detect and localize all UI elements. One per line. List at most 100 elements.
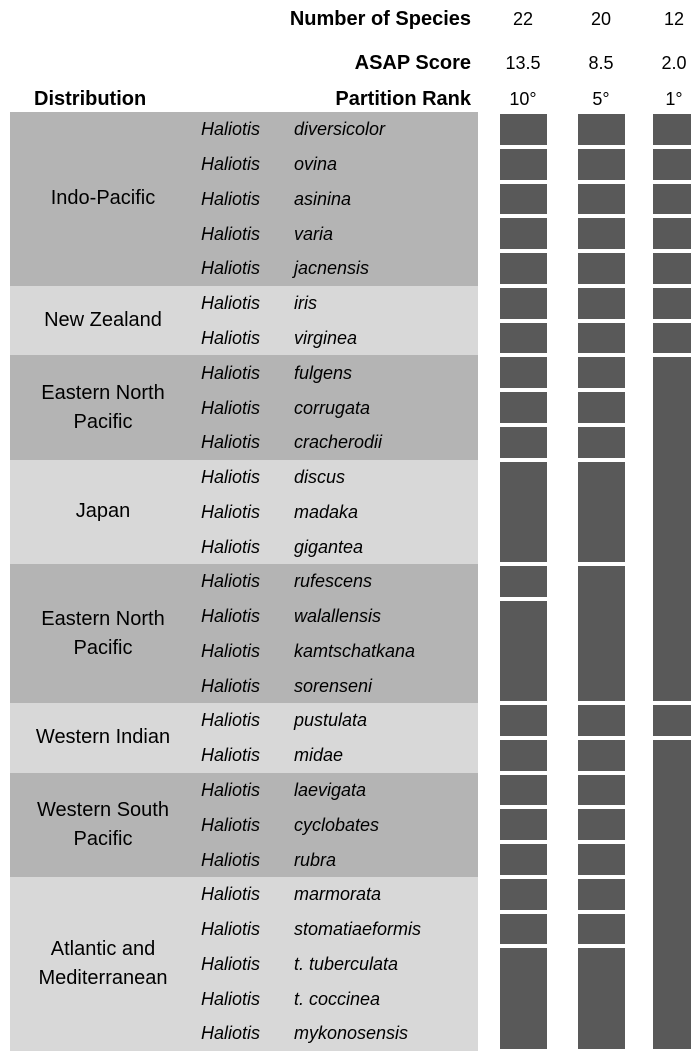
species-epithet: cracherodii — [294, 432, 383, 453]
species-genus: Haliotis — [201, 675, 261, 696]
species-genus: Haliotis — [201, 780, 261, 800]
species-epithet: midae — [294, 745, 344, 766]
species-partition-block — [499, 948, 547, 1049]
species-epithet: iris — [294, 293, 317, 314]
region-name: New Zealand — [44, 309, 162, 332]
species-partition-block — [653, 322, 691, 354]
region-name: Japan — [75, 500, 131, 523]
species-genus: Haliotis — [201, 432, 261, 453]
species-genus: Haliotis — [201, 640, 261, 661]
species-epithet: fulgens — [294, 362, 353, 383]
asap-score-value: 13.5 — [505, 53, 541, 73]
species-genus: Haliotis — [201, 154, 261, 175]
species-partition-block — [653, 739, 691, 1049]
species-count-value: 20 — [590, 9, 612, 29]
species-genus: Haliotis — [201, 953, 261, 974]
species-partition-block — [499, 287, 547, 319]
distribution-label: Distribution — [34, 88, 147, 110]
species-epithet: rubra — [294, 849, 337, 870]
species-partition-block — [653, 287, 691, 319]
region-band — [10, 112, 478, 286]
species-genus: Haliotis — [201, 814, 261, 835]
species-partition-block — [653, 114, 691, 145]
region-name: Western Indian — [35, 726, 171, 749]
species-epithet: walallensis — [294, 606, 382, 627]
species-genus: Haliotis — [201, 362, 261, 383]
species-epithet: cyclobates — [294, 814, 380, 835]
region-label: Western South Pacific — [10, 773, 196, 877]
species-genus: Haliotis — [201, 501, 261, 522]
region-name: Atlantic and Mediterranean — [38, 937, 168, 989]
species-partition-block — [577, 392, 625, 423]
region-band — [10, 564, 478, 704]
region-name: Eastern North Pacific — [41, 607, 165, 659]
species-partition-block — [577, 878, 625, 910]
species-partition-block — [577, 148, 625, 180]
species-genus: Haliotis — [201, 571, 261, 592]
species-partition-block — [577, 705, 625, 736]
species-partition-block — [577, 253, 625, 284]
species-partition-block — [499, 739, 547, 771]
species-genus: Haliotis — [201, 849, 261, 870]
region-band — [10, 703, 478, 773]
region-band — [10, 285, 478, 356]
species-genus: Haliotis — [201, 223, 261, 244]
species-genus: Haliotis — [201, 1023, 261, 1044]
partition-rank-value: 10° — [509, 89, 537, 109]
species-partition-block — [577, 287, 625, 319]
species-partition-block — [499, 322, 547, 354]
asap-score-value: 2.0 — [661, 53, 687, 73]
species-partition-block — [499, 878, 547, 910]
species-partition-block — [577, 948, 625, 1049]
species-genus: Haliotis — [201, 467, 261, 488]
species-partition-block — [653, 218, 691, 250]
species-epithet: kamtschatkana — [294, 640, 416, 661]
species-partition-block — [653, 183, 691, 215]
species-partition-block — [499, 114, 547, 145]
region-label: Atlantic and Mediterranean — [10, 877, 196, 1051]
species-partition-block — [577, 809, 625, 841]
species-partition-block — [499, 774, 547, 806]
species-partition-block — [577, 114, 625, 145]
partition-rank-value: 5° — [592, 89, 610, 109]
region-label: Japan — [10, 460, 196, 564]
asap-score-label: ASAP Score — [354, 52, 471, 74]
region-band — [10, 876, 478, 1051]
species-partition-block — [577, 357, 625, 389]
region-band — [10, 772, 478, 877]
region-name: Indo-Pacific — [50, 187, 156, 210]
species-genus: Haliotis — [201, 188, 261, 209]
species-epithet: gigantea — [294, 536, 364, 557]
species-epithet: t. coccinea — [294, 988, 381, 1009]
species-epithet: virginea — [294, 328, 358, 348]
species-partition-block — [499, 148, 547, 180]
species-genus: Haliotis — [201, 119, 261, 140]
species-partition-block — [499, 913, 547, 945]
species-genus: Haliotis — [201, 745, 261, 766]
species-epithet: corrugata — [294, 397, 371, 418]
region-label: New Zealand — [10, 286, 196, 356]
partition-rank-label: Partition Rank — [335, 88, 471, 110]
species-partition-block — [499, 426, 547, 458]
species-partition-block — [577, 322, 625, 354]
species-genus: Haliotis — [201, 258, 261, 279]
species-partition-block — [577, 913, 625, 945]
species-genus: Haliotis — [201, 606, 261, 627]
species-epithet: rufescens — [294, 571, 373, 592]
species-partition-block — [577, 461, 625, 562]
species-partition-block — [577, 218, 625, 250]
species-epithet: pustulata — [294, 710, 368, 731]
species-epithet: laevigata — [294, 780, 367, 800]
species-epithet: asinina — [294, 188, 352, 209]
species-partition-block — [653, 148, 691, 180]
region-label: Western Indian — [10, 703, 196, 773]
species-partition-block — [499, 600, 547, 702]
species-partition-block — [499, 461, 547, 562]
species-partition-block — [577, 183, 625, 215]
species-genus: Haliotis — [201, 328, 261, 348]
species-partition-block — [653, 705, 691, 736]
species-partition-block — [499, 705, 547, 736]
species-genus: Haliotis — [201, 536, 261, 557]
species-partition-block — [577, 566, 625, 702]
species-partition-block — [499, 392, 547, 423]
